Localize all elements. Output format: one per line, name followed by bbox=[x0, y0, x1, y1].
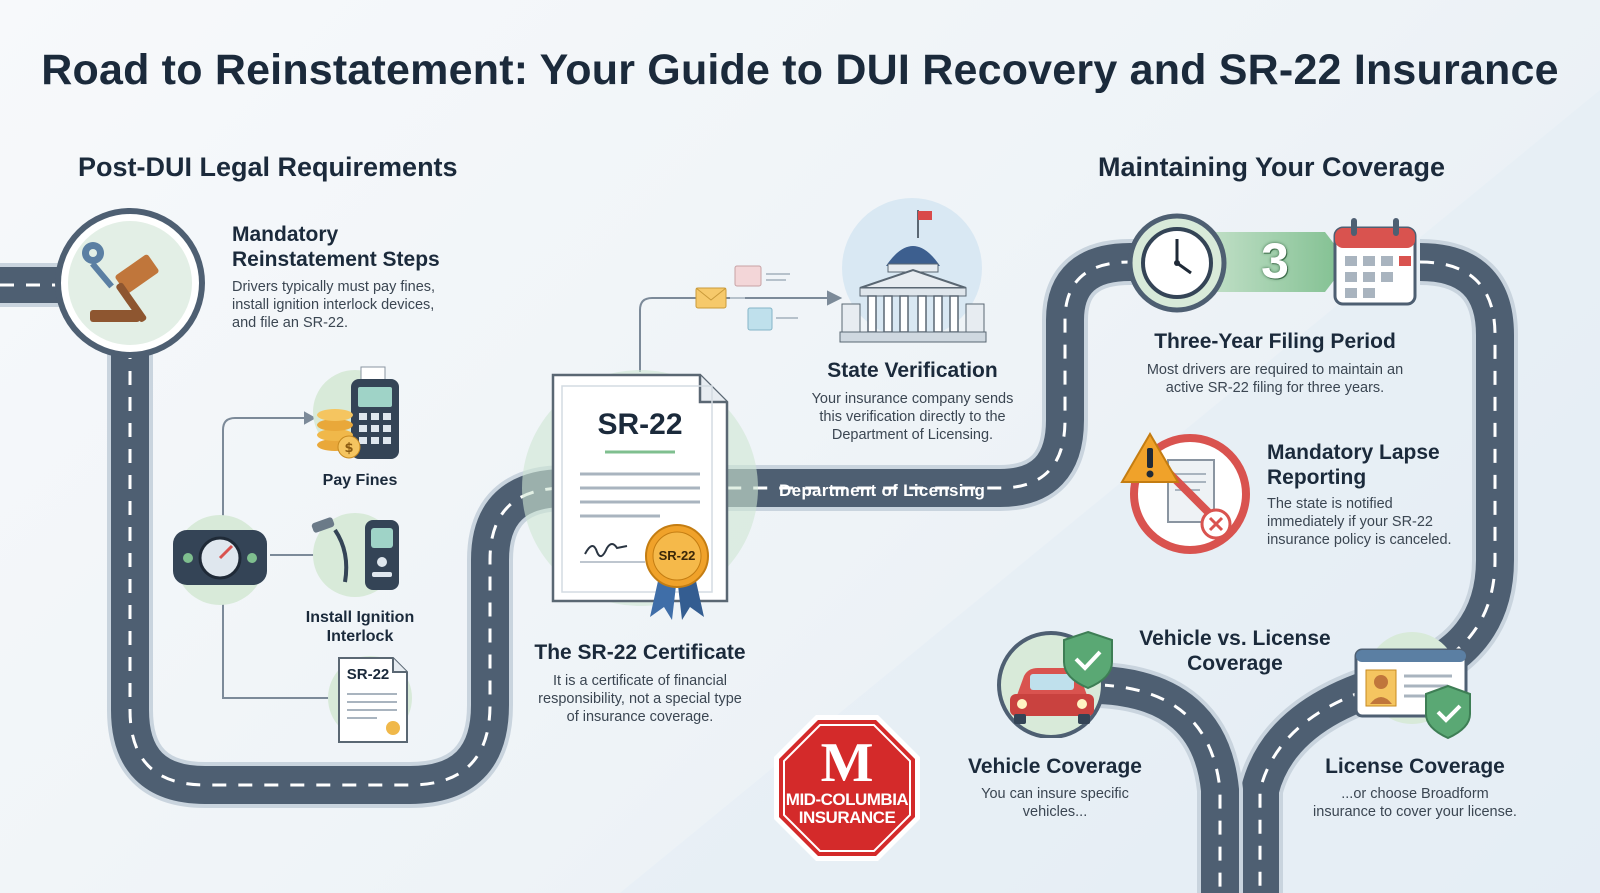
lapse-reporting-graphic bbox=[1120, 432, 1250, 554]
road-main bbox=[107, 239, 1153, 808]
shield-check-icon bbox=[1063, 630, 1113, 690]
mandatory-line2: install ignition interlock devices, bbox=[232, 297, 435, 313]
section-title-right: Maintaining Your Coverage bbox=[1098, 152, 1446, 182]
mandatory-steps-title: Mandatory Reinstatement Steps bbox=[232, 222, 440, 272]
warning-icon bbox=[1120, 432, 1180, 483]
mandatory-line1: Drivers typically must pay fines, bbox=[232, 279, 436, 295]
logo-line1: MID-COLUMBIA bbox=[785, 790, 909, 809]
clock-icon bbox=[1127, 213, 1227, 313]
car-icon bbox=[1010, 668, 1094, 724]
verification-description: Your insurance company sends this verifi… bbox=[790, 390, 1035, 444]
mandatory-title-line1: Mandatory bbox=[232, 223, 339, 246]
certificate-line2: responsibility, not a special type bbox=[538, 691, 742, 707]
ribbon-seal: SR-22 bbox=[642, 522, 712, 622]
versus-title: Vehicle vs. License Coverage bbox=[1110, 626, 1360, 676]
vehicle-coverage-description: You can insure specific vehicles... bbox=[955, 785, 1155, 821]
vehicle-coverage-graphic bbox=[997, 630, 1113, 738]
sr22-certificate: SR-22 SR-22 bbox=[550, 372, 730, 620]
license-line2: insurance to cover your license. bbox=[1313, 804, 1517, 820]
certificate-doc-title: SR-22 bbox=[597, 408, 683, 441]
seal-text: SR-22 bbox=[658, 548, 696, 563]
vehicle-line2: vehicles... bbox=[1022, 804, 1088, 820]
coins-icon: $ bbox=[317, 409, 361, 459]
svg-text:$: $ bbox=[344, 441, 353, 456]
step-connectors bbox=[222, 290, 843, 699]
lapse-line3: insurance policy is canceled. bbox=[1267, 532, 1452, 548]
sr22-small-document: SR-22 bbox=[337, 656, 409, 744]
certificate-line3: of insurance coverage. bbox=[566, 709, 714, 725]
license-line1: ...or choose Broadform bbox=[1341, 786, 1489, 802]
pay-fines-label: Pay Fines bbox=[322, 472, 398, 489]
license-coverage-title: License Coverage bbox=[1325, 755, 1505, 778]
logo-line2: INSURANCE bbox=[798, 808, 896, 827]
capitol-building-icon bbox=[839, 210, 987, 343]
certificate-description: It is a certificate of financial respons… bbox=[500, 672, 780, 726]
interlock-label: Install Ignition Interlock bbox=[295, 608, 425, 646]
section-title-left: Post-DUI Legal Requirements bbox=[78, 152, 458, 182]
verification-line2: this verification directly to the bbox=[819, 409, 1006, 425]
lapse-title-line1: Mandatory Lapse bbox=[1267, 441, 1440, 464]
filing-description: Most drivers are required to maintain an… bbox=[1120, 361, 1430, 397]
road-right bbox=[1098, 239, 1518, 893]
mid-columbia-logo: M MID-COLUMBIA INSURANCE bbox=[772, 713, 922, 863]
verification-title: State Verification bbox=[827, 359, 998, 382]
ribbon-seal-icon bbox=[645, 524, 709, 620]
filing-line1: Most drivers are required to maintain an bbox=[1146, 362, 1404, 378]
license-coverage-graphic bbox=[1354, 632, 1471, 740]
lapse-title-line2: Reporting bbox=[1267, 466, 1367, 489]
vehicle-coverage-title: Vehicle Coverage bbox=[968, 755, 1142, 778]
versus-line1: Vehicle vs. License bbox=[1139, 627, 1331, 650]
gavel-badge bbox=[55, 208, 205, 358]
page-title: Road to Reinstatement: Your Guide to DUI… bbox=[41, 46, 1559, 94]
sr22-small-doc-title: SR-22 bbox=[346, 666, 390, 683]
lapse-line1: The state is notified bbox=[1267, 496, 1393, 512]
payment-terminal-icon: $ bbox=[317, 366, 399, 459]
certificate-line1: It is a certificate of financial bbox=[552, 673, 728, 689]
filing-title: Three-Year Filing Period bbox=[1154, 330, 1396, 353]
verification-line3: Department of Licensing. bbox=[831, 427, 994, 443]
lapse-title: Mandatory Lapse Reporting bbox=[1267, 440, 1440, 490]
lapse-description: The state is notified immediately if you… bbox=[1267, 495, 1452, 549]
mandatory-steps-description: Drivers typically must pay fines, instal… bbox=[232, 278, 435, 332]
interlock-line1: Install Ignition bbox=[305, 609, 415, 626]
mandatory-title-line2: Reinstatement Steps bbox=[232, 248, 440, 271]
versus-line2: Coverage bbox=[1187, 652, 1283, 675]
dashboard-icon bbox=[173, 530, 267, 585]
envelope-icon bbox=[695, 265, 798, 331]
shield-check-icon bbox=[1425, 684, 1471, 740]
logo-text: MID-COLUMBIA INSURANCE bbox=[772, 791, 922, 827]
verification-line1: Your insurance company sends bbox=[811, 391, 1014, 407]
interlock-line2: Interlock bbox=[326, 628, 394, 645]
road-label-department-of-licensing: Department of Licensing bbox=[779, 481, 986, 500]
mandatory-line3: and file an SR-22. bbox=[232, 315, 349, 331]
breathalyzer-icon bbox=[311, 517, 399, 590]
key-icon bbox=[82, 242, 114, 289]
logo-letter: M bbox=[820, 732, 874, 794]
gavel-icon bbox=[55, 208, 205, 358]
calendar-icon bbox=[1333, 218, 1417, 306]
three-year-number: 3 bbox=[1261, 233, 1289, 289]
lapse-line2: immediately if your SR-22 bbox=[1267, 514, 1433, 530]
document-icon bbox=[338, 657, 408, 743]
certificate-title: The SR-22 Certificate bbox=[534, 641, 746, 664]
filing-line2: active SR-22 filing for three years. bbox=[1165, 380, 1385, 396]
octagon-logo-shape bbox=[774, 715, 920, 861]
vehicle-line1: You can insure specific bbox=[981, 786, 1129, 802]
license-coverage-description: ...or choose Broadform insurance to cove… bbox=[1295, 785, 1535, 821]
